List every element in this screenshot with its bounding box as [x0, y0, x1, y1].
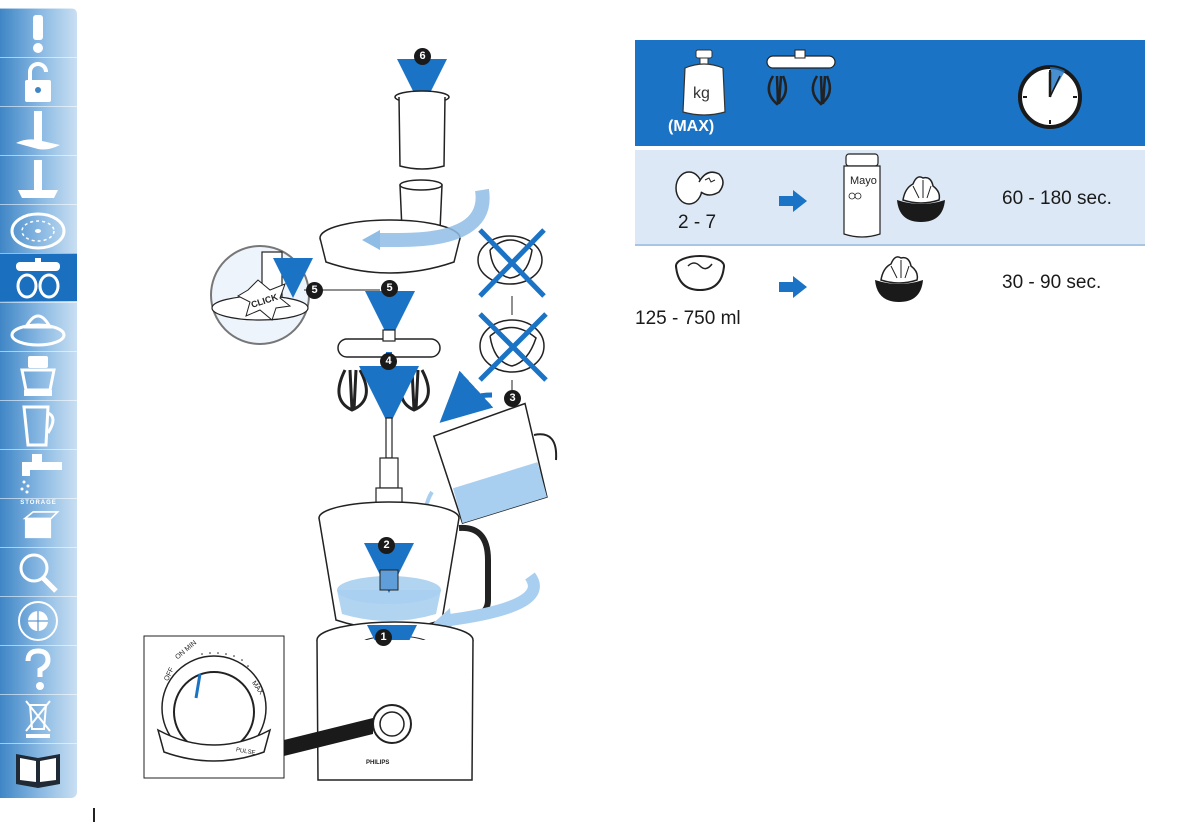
disc-icon: [10, 212, 66, 250]
jug-icon: [22, 405, 55, 447]
tab-environment[interactable]: [0, 694, 77, 742]
magnifier-icon: [19, 553, 58, 593]
tab-dough-tool[interactable]: [0, 155, 77, 203]
step-1-badge: 1: [375, 629, 392, 646]
row2-quantity: 125 - 750 ml: [635, 308, 741, 329]
tab-guarantee[interactable]: [0, 596, 77, 644]
assembly-drawing: CLICK: [143, 59, 558, 781]
globe-icon: [18, 601, 58, 641]
mini-chopper-icon: [20, 356, 56, 396]
mayo-label: Mayo: [850, 175, 877, 187]
whisk-icon: [16, 258, 60, 299]
tab-questions[interactable]: [0, 645, 77, 693]
step-5-badge: 5: [381, 280, 398, 297]
step-3-badge: 3: [504, 390, 521, 407]
arrow-right-icon: [779, 190, 807, 212]
dial-pulse-label: PULSE: [235, 747, 255, 756]
blade-icon: [16, 111, 60, 150]
tab-troubleshooting[interactable]: [0, 547, 77, 595]
tab-citrus-press[interactable]: [0, 302, 77, 350]
weight-unit: kg: [693, 85, 710, 102]
max-label: (MAX): [668, 118, 715, 135]
timer-icon: [1018, 65, 1082, 129]
dough-tool-icon: [18, 160, 58, 198]
storage-box-icon: [22, 511, 60, 539]
row2-time: 30 - 90 sec.: [1002, 272, 1102, 293]
table-header: kg (MAX): [635, 40, 1145, 150]
storage-label: STORAGE: [20, 500, 57, 506]
step-4-badge: 4: [380, 353, 397, 370]
unlock-icon: [25, 62, 51, 102]
weight-icon: kg: [682, 49, 726, 116]
tab-unlock[interactable]: [0, 57, 77, 105]
table-row: 125 - 750 ml 30 - 90 sec.: [635, 246, 1145, 340]
brand-label: PHILIPS: [366, 760, 389, 766]
tap-icon: [20, 454, 62, 494]
sidebar-nav: STORAGE: [0, 8, 77, 798]
tab-whisk[interactable]: [0, 253, 77, 301]
mayo-jar-icon: Mayo: [843, 153, 881, 238]
step-5-badge-detail: 5: [306, 282, 323, 299]
step-6-badge: 6: [414, 48, 431, 65]
question-icon: [25, 648, 51, 690]
row1-quantity: 2 - 7: [678, 212, 717, 233]
tab-disc[interactable]: [0, 204, 77, 252]
assembly-illustration: CLICK: [140, 40, 580, 785]
eggs-icon: [675, 171, 724, 205]
page-marker: [93, 808, 95, 822]
tab-mini-chopper[interactable]: [0, 351, 77, 399]
whisk-accessory-icon: [766, 49, 836, 106]
arrow-right-icon: [779, 276, 807, 298]
cream-bowl-icon: [675, 255, 725, 292]
usage-table: kg (MAX) 2 - 7: [635, 40, 1145, 340]
citrus-press-icon: [10, 314, 66, 347]
tab-storage[interactable]: STORAGE: [0, 498, 77, 546]
crossed-bin-icon: [25, 700, 51, 738]
tab-jug[interactable]: [0, 400, 77, 448]
tab-blade[interactable]: [0, 106, 77, 154]
table-row: 2 - 7 Mayo 60 - 180 sec.: [635, 150, 1145, 246]
tab-safety[interactable]: [0, 8, 77, 56]
step-2-badge: 2: [378, 537, 395, 554]
whipped-cream-icon: [897, 176, 945, 222]
whipped-cream-icon: [875, 256, 923, 302]
exclamation-icon: [33, 15, 43, 53]
book-icon: [16, 754, 60, 788]
tab-tap[interactable]: [0, 449, 77, 497]
row1-time: 60 - 180 sec.: [1002, 188, 1112, 209]
tab-manual[interactable]: [0, 743, 77, 791]
